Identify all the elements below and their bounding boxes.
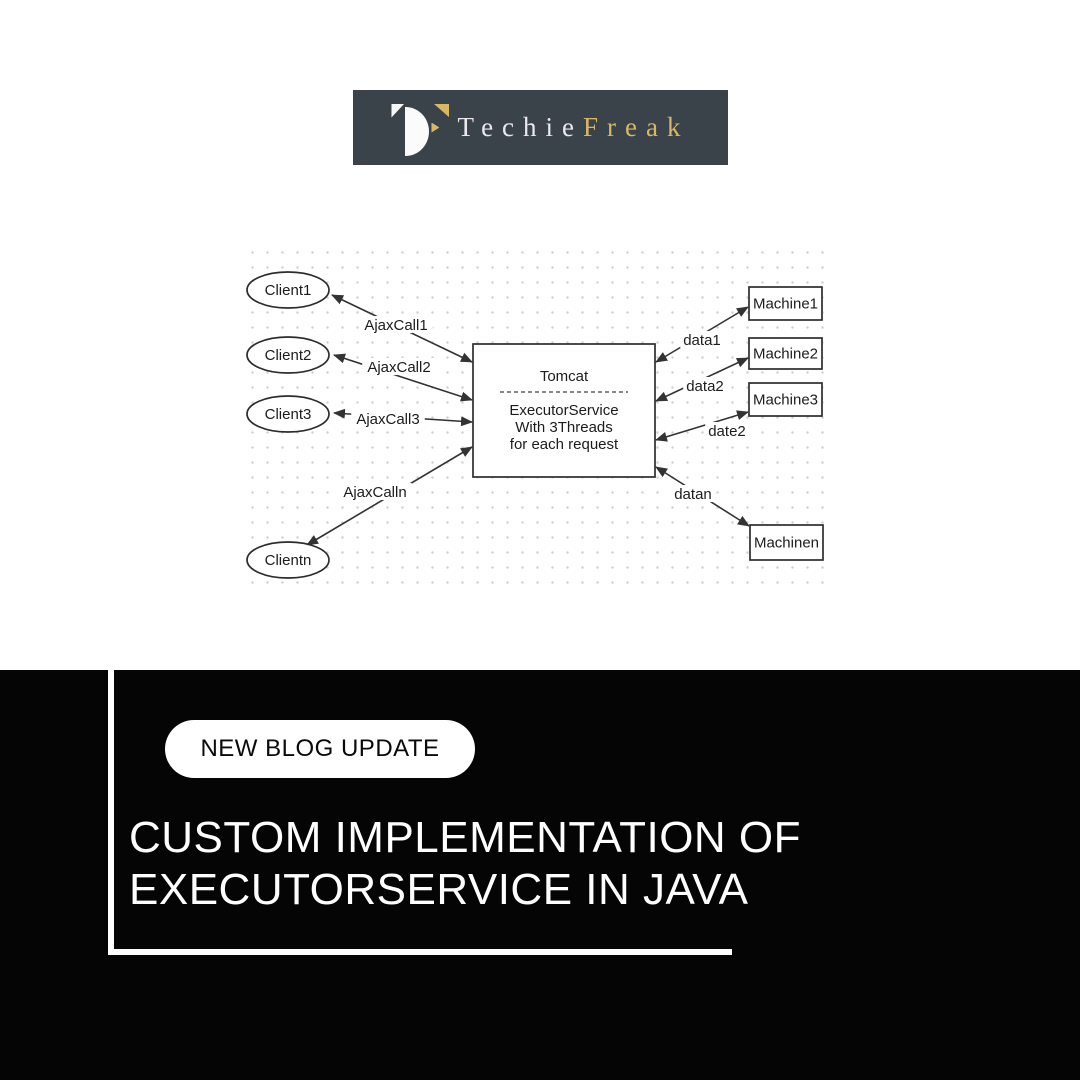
footer-band: NEW BLOG UPDATE CUSTOM IMPLEMENTATION OF…	[0, 670, 1080, 1080]
brand-logo-icon	[391, 98, 450, 158]
logo-gold-triangle	[433, 103, 450, 118]
client-node	[246, 271, 330, 309]
edge-label: date2	[708, 423, 746, 440]
edge-label-bg	[351, 410, 425, 427]
edge-date2	[655, 410, 749, 442]
client-node	[246, 395, 330, 433]
client-node	[246, 541, 330, 579]
brand-name-freak: Freak	[583, 112, 690, 142]
accent-horizontal-line	[108, 949, 732, 955]
edge-AjaxCall2	[333, 353, 473, 402]
machine-node	[749, 524, 824, 561]
edge-label: data1	[683, 332, 721, 349]
post-title-line2: EXECUTORSERVICE IN JAVA	[129, 865, 749, 914]
machine-label: Machine2	[753, 346, 818, 363]
edge-label-bg	[362, 358, 436, 375]
server-title: Tomcat	[540, 368, 589, 385]
machine-label: Machine3	[753, 392, 818, 409]
logo-wedge-shape	[391, 103, 405, 118]
brand-logo-banner: TechieFreak	[353, 90, 728, 165]
logo-gold-arrow	[431, 122, 440, 133]
edge-label-bg	[359, 316, 433, 333]
edge-label: AjaxCall1	[364, 317, 427, 334]
logo-stem-shape	[405, 106, 430, 156]
client-node	[246, 336, 330, 374]
server-node	[472, 343, 656, 478]
brand-name: TechieFreak	[457, 112, 689, 143]
client-label: Client1	[265, 282, 312, 299]
post-title: CUSTOM IMPLEMENTATION OF EXECUTORSERVICE…	[129, 812, 801, 916]
new-blog-update-badge: NEW BLOG UPDATE	[165, 720, 475, 778]
edge-label-bg	[683, 377, 727, 394]
edge-label-bg	[705, 422, 749, 439]
server-body-line: ExecutorService	[509, 402, 618, 419]
server-body-line: for each request	[510, 436, 619, 453]
server-body-line: With 3Threads	[515, 419, 613, 436]
edge-label-bg	[680, 331, 724, 348]
edge-label-bg	[671, 485, 715, 502]
machine-node	[748, 382, 823, 417]
machine-label: Machinen	[754, 535, 819, 552]
edge-label-bg	[338, 483, 412, 500]
client-label: Clientn	[265, 552, 312, 569]
client-label: Client3	[265, 406, 312, 423]
client-label: Client2	[265, 347, 312, 364]
badge-label: NEW BLOG UPDATE	[200, 735, 440, 762]
edge-label: datan	[674, 486, 712, 503]
edge-label: data2	[686, 378, 724, 395]
machine-node	[748, 337, 823, 370]
brand-name-techie: Techie	[457, 112, 584, 142]
accent-vertical-line	[108, 670, 114, 955]
edge-label: AjaxCall2	[367, 359, 430, 376]
edge-label: AjaxCall3	[356, 411, 419, 428]
post-title-line1: CUSTOM IMPLEMENTATION OF	[129, 813, 802, 862]
edge-label: AjaxCalln	[343, 484, 406, 501]
machine-node	[748, 286, 823, 321]
machine-label: Machine1	[753, 296, 818, 313]
